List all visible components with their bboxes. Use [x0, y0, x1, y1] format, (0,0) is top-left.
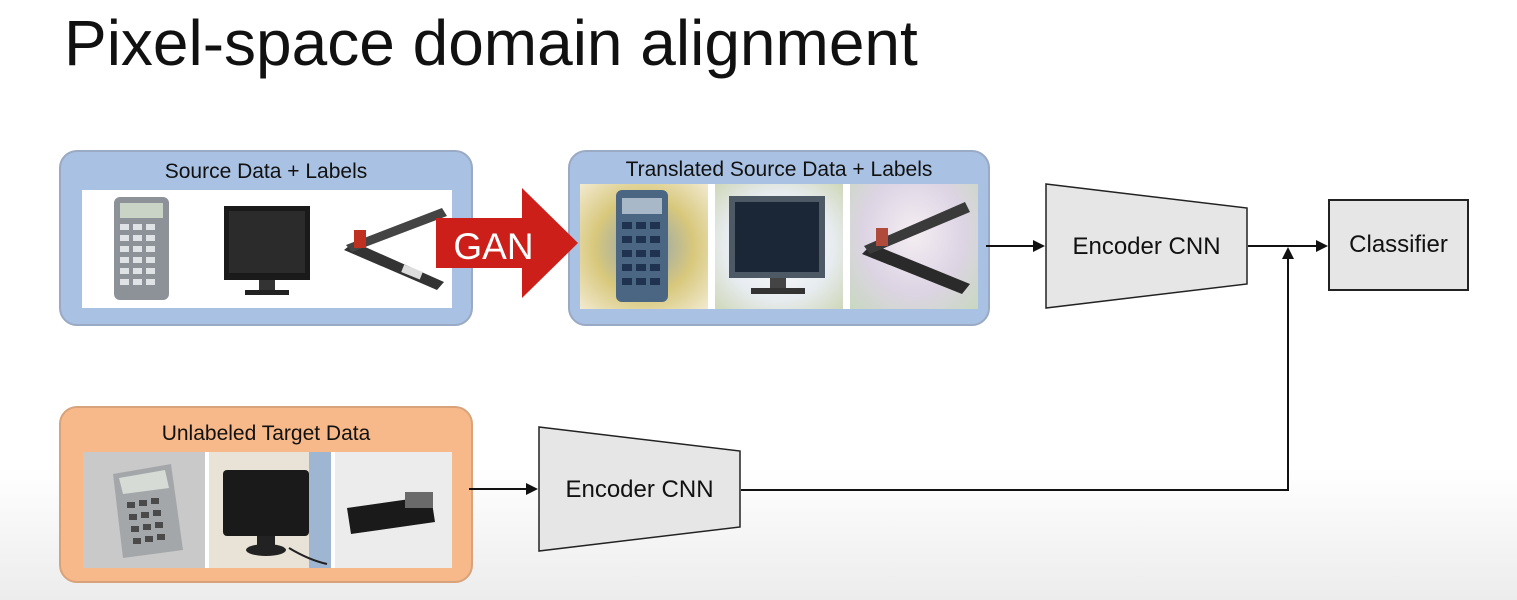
- translated-images-panel: [580, 184, 978, 309]
- arrowhead-encoder-top: [1033, 240, 1045, 252]
- translated-data-label: Translated Source Data + Labels: [625, 158, 933, 181]
- arrowhead-classifier: [1316, 240, 1328, 252]
- target-images-panel: [83, 452, 452, 568]
- encoder-cnn-bottom: Encoder CNN: [538, 426, 741, 552]
- connector-vertical-to-junction: [1287, 258, 1289, 491]
- connector-translated-to-encoder: [986, 245, 1034, 247]
- source-data-label: Source Data + Labels: [164, 160, 368, 183]
- translated-data-group: Translated Source Data + Labels: [568, 150, 990, 326]
- classifier-box: Classifier: [1328, 199, 1469, 291]
- target-data-label: Unlabeled Target Data: [161, 422, 371, 445]
- connector-encoder-to-classifier: [1248, 245, 1316, 247]
- translated-stapler-image: [850, 184, 978, 309]
- encoder-top-label: Encoder CNN: [1072, 233, 1221, 260]
- calculator-image: [82, 190, 202, 308]
- target-calculator-image: [83, 452, 205, 568]
- target-stapler-image: [335, 452, 452, 568]
- source-images-panel: [82, 190, 452, 308]
- encoder-cnn-top: Encoder CNN: [1045, 183, 1248, 309]
- gan-arrow-icon: [436, 188, 578, 298]
- arrowhead-junction: [1282, 247, 1294, 259]
- translated-calculator-image: [580, 184, 708, 309]
- stapler-image: [332, 190, 452, 308]
- slide-title: Pixel-space domain alignment: [64, 7, 918, 79]
- connector-target-to-encoder: [469, 488, 526, 490]
- translated-monitor-image: [715, 184, 843, 309]
- target-monitor-image: [209, 452, 331, 568]
- encoder-bottom-label: Encoder CNN: [565, 476, 714, 503]
- encoder-bottom-shape: [538, 426, 741, 552]
- gan-label: GAN: [453, 226, 534, 267]
- arrowhead-encoder-bottom: [526, 483, 538, 495]
- connector-encoder-bottom-out: [741, 489, 1288, 491]
- encoder-top-shape: [1045, 183, 1248, 309]
- source-data-group: Source Data + Labels: [59, 150, 473, 326]
- target-data-group: Unlabeled Target Data: [59, 406, 473, 583]
- monitor-image: [207, 190, 327, 308]
